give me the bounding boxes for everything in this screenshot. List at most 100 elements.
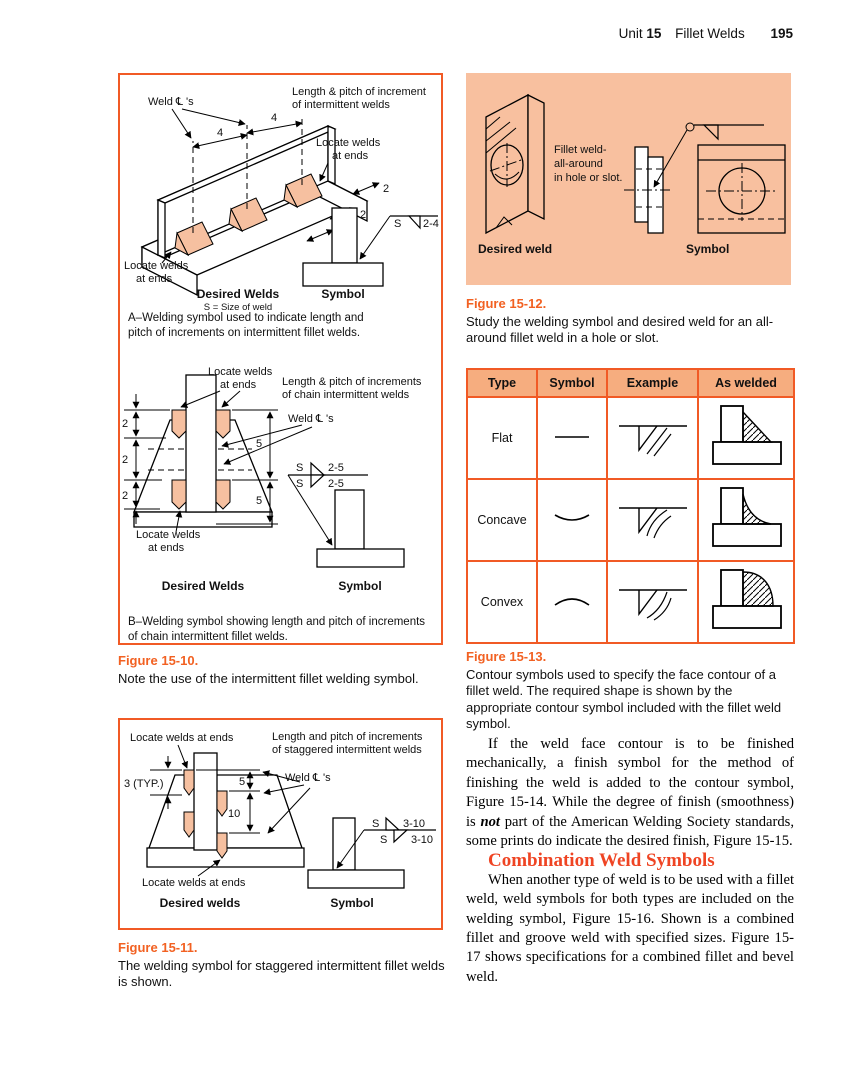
web-right-face bbox=[327, 125, 336, 185]
section-hatch bbox=[485, 116, 501, 130]
fillet-weld-symbol bbox=[310, 461, 326, 476]
convex-example bbox=[618, 588, 687, 621]
p1-text-a: If the weld face contour is to be finish… bbox=[466, 736, 794, 830]
figure-15-10b-drawing: 2 2 2 5 5 Locate welds at ends Length & … bbox=[122, 366, 422, 593]
dim-2: 2 bbox=[122, 418, 128, 430]
symbol-size: S bbox=[380, 834, 387, 846]
symbol-cell bbox=[536, 396, 608, 480]
section-heading: Combination Weld Symbols bbox=[488, 850, 715, 872]
section-hatch bbox=[485, 127, 517, 154]
dim-5: 5 bbox=[256, 438, 262, 450]
symbol-web bbox=[331, 207, 358, 264]
leader-line bbox=[175, 510, 183, 533]
length-pitch-note: Length and pitch of increments bbox=[272, 731, 423, 743]
dimension-arrow bbox=[352, 182, 380, 195]
symbol-label: Symbol bbox=[321, 287, 364, 301]
col-header-type: Type bbox=[466, 368, 538, 398]
symbol-size: S bbox=[394, 218, 401, 230]
example-cell bbox=[606, 396, 699, 480]
dimension-arrow bbox=[192, 132, 248, 150]
notch bbox=[495, 216, 513, 229]
dim-3-typ: 3 (TYP.) bbox=[124, 778, 164, 790]
locate-welds-label: Locate welds bbox=[316, 137, 381, 149]
desired-welds-label: Desired welds bbox=[160, 896, 241, 910]
unit-word: Unit bbox=[618, 26, 643, 41]
p1-emphasis-not: not bbox=[480, 813, 500, 830]
figure-15-12-drawing: Fillet weld- all-around in hole or slot.… bbox=[478, 93, 786, 256]
paragraph-finish-symbols: If the weld face contour is to be finish… bbox=[466, 735, 794, 851]
column bbox=[193, 752, 218, 851]
dim-10: 10 bbox=[228, 808, 240, 820]
symbol-arrow bbox=[653, 129, 688, 188]
front-view bbox=[697, 144, 786, 234]
dimension-arrow bbox=[246, 120, 303, 136]
figure-15-10a-drawing: 4 4 Weld ℄ 's Length & pitch of incremen… bbox=[124, 86, 439, 311]
fillet-all-around-note: in hole or slot. bbox=[554, 172, 622, 184]
figure-15-11-title: Figure 15-11. bbox=[118, 940, 198, 955]
weld-centerlines-label: Weld ℄ 's bbox=[288, 413, 334, 425]
table-header-row: Type Symbol Example As welded bbox=[466, 368, 795, 398]
symbol-pitch: 2-5 bbox=[328, 462, 344, 474]
locate-welds-label: Locate welds bbox=[136, 529, 201, 541]
size-note: S = Size of weld bbox=[204, 302, 272, 311]
symbol-arrow bbox=[336, 829, 365, 869]
weld-centerlines-label: Weld ℄ 's bbox=[285, 772, 331, 784]
weld-increment bbox=[216, 832, 228, 859]
fillet-all-around-note: all-around bbox=[554, 158, 603, 170]
concave-example bbox=[618, 506, 687, 538]
figure-15-10-text: Note the use of the intermittent fillet … bbox=[118, 670, 419, 686]
fillet-weld-symbol bbox=[310, 474, 326, 489]
weld-increment bbox=[171, 479, 187, 510]
fillet-weld-symbol bbox=[385, 816, 401, 831]
figure-15-13-title: Figure 15-13. bbox=[466, 649, 547, 664]
symbol-cell bbox=[536, 478, 608, 562]
symbol-base bbox=[307, 869, 405, 889]
locate-welds-label: Locate welds at ends bbox=[130, 732, 234, 744]
length-pitch-note: Length & pitch of increments bbox=[282, 376, 422, 388]
dim-4: 4 bbox=[217, 127, 223, 139]
table-row: Convex bbox=[466, 560, 795, 644]
weld-increment bbox=[183, 811, 195, 838]
as-welded-cell bbox=[697, 396, 795, 480]
flat-welded bbox=[712, 405, 782, 465]
locate-welds-label: Locate welds bbox=[208, 366, 273, 378]
part-a-caption: pitch of increments on intermittent fill… bbox=[128, 327, 361, 339]
locate-welds-label: at ends bbox=[136, 273, 173, 285]
fillet-weld-symbol bbox=[407, 215, 421, 230]
weld-increment bbox=[215, 479, 231, 510]
base-end-face bbox=[141, 245, 198, 297]
weld-increment bbox=[215, 409, 231, 439]
symbol-pitch: 2-4 bbox=[423, 218, 439, 230]
side-view-plate bbox=[647, 156, 664, 234]
locate-welds-label: at ends bbox=[220, 379, 257, 391]
page-number: 195 bbox=[770, 26, 793, 41]
weld-increment-end bbox=[228, 207, 244, 233]
figure-15-11-caption: Figure 15-11. The welding symbol for sta… bbox=[118, 940, 450, 991]
figure-15-13-caption: Figure 15-13. Contour symbols used to sp… bbox=[466, 649, 798, 733]
fillet-weld-symbol bbox=[393, 829, 409, 844]
figure-15-12-title: Figure 15-12. bbox=[466, 296, 547, 311]
body-column: If the weld face contour is to be finish… bbox=[466, 735, 794, 987]
example-cell bbox=[606, 478, 699, 562]
symbol-label: Symbol bbox=[686, 242, 729, 256]
as-welded-cell bbox=[697, 478, 795, 562]
length-pitch-note: of staggered intermittent welds bbox=[272, 744, 422, 756]
figure-15-11-text: The welding symbol for staggered intermi… bbox=[118, 957, 445, 990]
locate-welds-label: Locate welds at ends bbox=[142, 877, 246, 889]
convex-welded bbox=[712, 569, 782, 629]
part-b-caption: B–Welding symbol showing length and pitc… bbox=[128, 616, 426, 628]
flat-example bbox=[618, 424, 687, 456]
convex-contour-symbol bbox=[554, 597, 590, 606]
col-header-symbol: Symbol bbox=[536, 368, 608, 398]
symbol-base bbox=[316, 548, 405, 568]
figure-15-11-box: 3 (TYP.) 5 10 Locate welds at ends Lengt… bbox=[118, 718, 443, 930]
symbol-label: Symbol bbox=[338, 579, 381, 593]
type-cell: Flat bbox=[466, 396, 538, 480]
symbol-size: S bbox=[296, 478, 303, 490]
as-welded-cell bbox=[697, 560, 795, 644]
symbol-arrow bbox=[287, 474, 333, 546]
length-pitch-note: of chain intermittent welds bbox=[282, 389, 410, 401]
figure-15-11-drawing: 3 (TYP.) 5 10 Locate welds at ends Lengt… bbox=[124, 731, 436, 910]
type-cell: Concave bbox=[466, 478, 538, 562]
